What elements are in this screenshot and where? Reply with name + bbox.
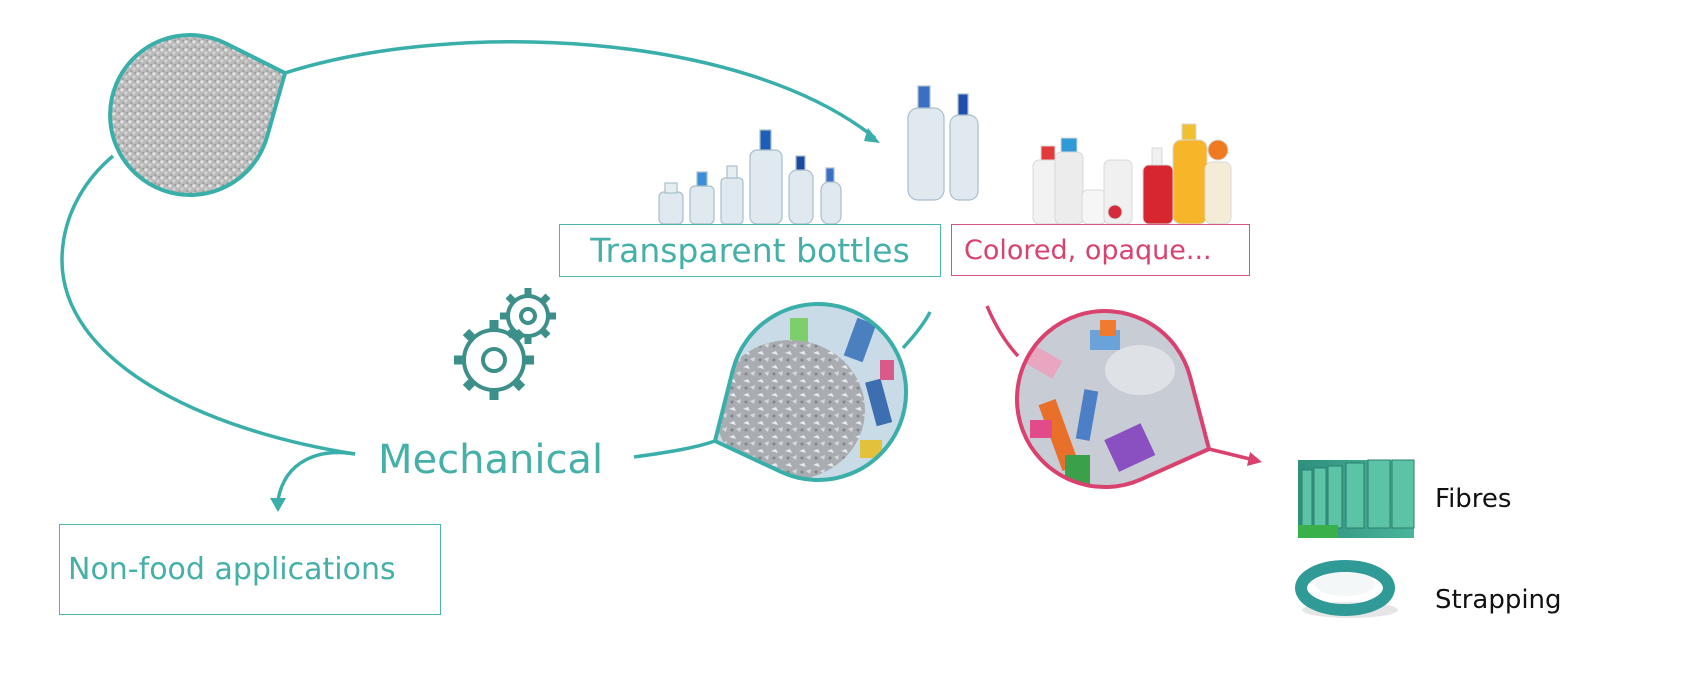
fibre-spools-image (1298, 459, 1415, 538)
non-food-applications-box: Non-food applications (59, 524, 441, 615)
mixed-plastics-droplet (1015, 309, 1212, 490)
clear-flakes-droplet (712, 302, 909, 483)
colored-opaque-label: Colored, opaque... (964, 234, 1212, 266)
arc-granules-to-bottles (284, 40, 877, 140)
colored-opaque-label-box: Colored, opaque... (951, 224, 1250, 276)
non-food-applications-label: Non-food applications (68, 552, 396, 587)
line-colored-to-mixed (985, 305, 1020, 358)
pet-granules-droplet (108, 32, 288, 197)
line-mixed-to-fibres (1208, 447, 1255, 462)
strapping-roll-image (1295, 560, 1398, 618)
arrowhead-to-bottles (864, 128, 880, 143)
strapping-label: Strapping (1435, 585, 1562, 615)
clear-bottles-image (658, 85, 979, 225)
fibres-label: Fibres (1435, 484, 1512, 514)
arc-mechanical-to-nonfood (276, 450, 356, 501)
transparent-bottles-label-box: Transparent bottles (559, 224, 941, 277)
transparent-bottles-label: Transparent bottles (590, 231, 910, 270)
mechanical-process-label: Mechanical (378, 437, 604, 483)
colored-bottles-image (1032, 123, 1232, 225)
arrowhead-to-nonfood (270, 498, 286, 512)
gears-icon (454, 288, 556, 400)
arc-mechanical-to-granules (60, 154, 356, 456)
line-flakes-to-transparent (901, 311, 932, 350)
line-mechanical-to-flakes (633, 439, 716, 459)
arrowhead-to-fibres (1247, 452, 1262, 466)
